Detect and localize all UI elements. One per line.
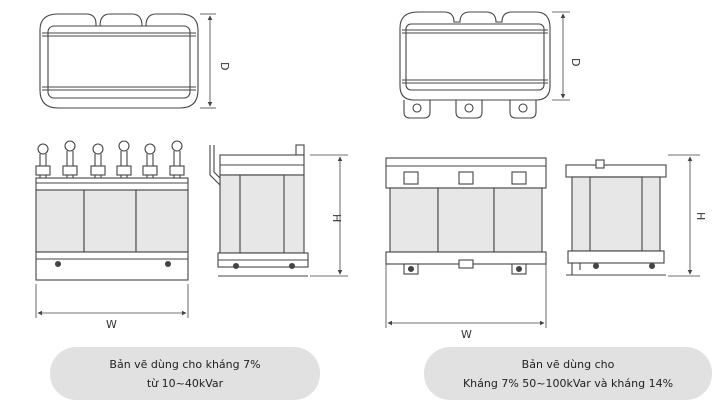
- small-reactor-front-view: [35, 140, 189, 318]
- large-reactor-top-view: [399, 11, 570, 119]
- large-depth-label: D: [569, 58, 582, 66]
- large-reactor-front-view: [385, 157, 547, 328]
- small-reactor-side-view: [209, 144, 348, 277]
- caption-large-line2: Kháng 7% 50~100kVar và kháng 14%: [462, 376, 674, 390]
- caption-small-line2: từ 10~40kVar: [146, 376, 224, 390]
- caption-large-line1: Bản vẽ dùng cho: [521, 357, 615, 371]
- small-width-label: W: [106, 318, 117, 331]
- small-height-label: H: [330, 214, 343, 222]
- reactor-drawings: D H W D H W: [35, 11, 707, 341]
- small-depth-label: D: [218, 62, 231, 70]
- large-height-label: H: [694, 212, 707, 220]
- large-reactor-side-view: [565, 154, 700, 277]
- caption-large-reactor: Bản vẽ dùng cho Kháng 7% 50~100kVar và k…: [424, 347, 712, 400]
- caption-small-reactor: Bản vẽ dùng cho kháng 7% từ 10~40kVar: [50, 347, 320, 400]
- large-width-label: W: [461, 328, 472, 341]
- caption-small-line1: Bản vẽ dùng cho kháng 7%: [109, 357, 261, 371]
- small-reactor-top-view: [39, 13, 216, 109]
